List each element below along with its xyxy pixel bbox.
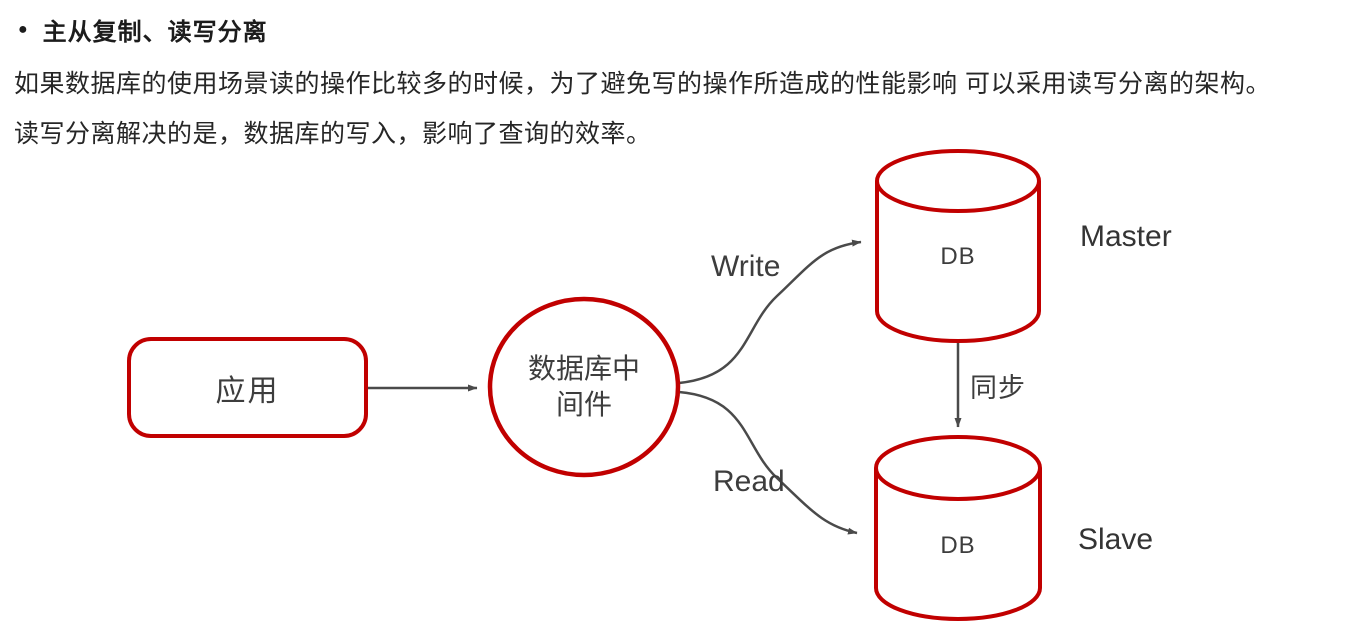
app-node-label: 应用 — [215, 374, 280, 408]
write-edge-label: Write — [711, 250, 781, 283]
section-header: ● 主从复制、读写分离 — [18, 12, 268, 47]
sync-edge-label: 同步 — [970, 373, 1026, 403]
slave-db-cylinder-body — [874, 468, 1042, 621]
read-edge-label: Read — [713, 465, 785, 498]
master-db-cylinder-top — [875, 149, 1041, 213]
master-db-label: DB — [940, 243, 976, 270]
middleware-node-shape — [487, 296, 681, 478]
middleware-label-line2: 间件 — [555, 389, 612, 420]
middleware-label-line1: 数据库中 — [527, 353, 640, 384]
section-title: 主从复制、读写分离 — [42, 19, 268, 46]
write-arrow — [678, 239, 862, 385]
slave-role-label: Slave — [1078, 523, 1154, 556]
paragraph-1: 如果数据库的使用场景读的操作比较多的时候，为了避免写的操作所造成的性能影响 可以… — [14, 70, 1271, 98]
paragraph-2: 读写分离解决的是，数据库的写入，影响了查询的效率。 — [14, 120, 652, 148]
bullet-icon: ● — [18, 20, 28, 38]
master-role-label: Master — [1080, 220, 1172, 253]
slave-db-cylinder-top — [874, 435, 1042, 501]
read-arrow — [678, 390, 858, 535]
middleware-node-label: 数据库中 间件 — [489, 351, 679, 423]
slave-db-label: DB — [940, 532, 976, 559]
app-node-shape — [127, 337, 368, 438]
master-db-cylinder-body — [875, 181, 1041, 343]
